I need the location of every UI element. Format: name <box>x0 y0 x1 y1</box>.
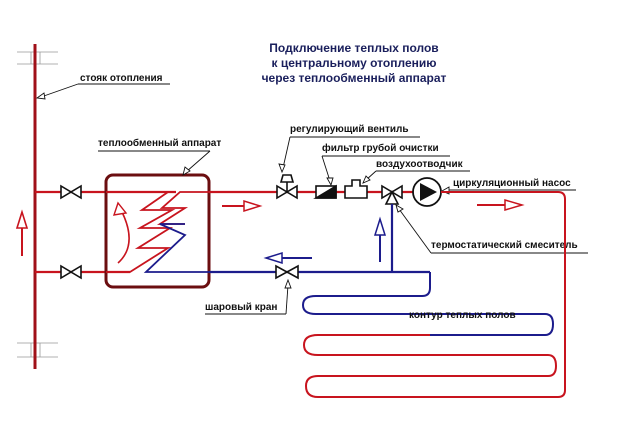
control-valve-icon <box>276 174 298 200</box>
air-vent-leader <box>362 170 470 184</box>
riser-label: стояк отопления <box>80 73 163 84</box>
exchanger-cold-coil <box>143 223 209 273</box>
ball-valve-icon <box>275 264 299 280</box>
coarse-filter-leader <box>321 155 450 187</box>
return-flow-arrow-left <box>263 251 312 265</box>
circulation-pump-label: циркуляционный насос <box>453 178 571 189</box>
thermostatic-mixer-label: термостатический смеситель <box>431 240 578 251</box>
floor-slab-bottom <box>17 342 58 358</box>
outlet-flow-arrow-right <box>477 198 525 212</box>
supply-flow-arrow-right <box>222 199 263 213</box>
floor-slab-top <box>17 51 58 65</box>
ball-valve-label: шаровый кран <box>205 302 277 313</box>
exchanger-hot-coil <box>106 191 176 273</box>
floor-loop-cold-section <box>301 272 555 336</box>
pump-outlet-pipe <box>318 191 566 398</box>
thermostatic-mixer-leader <box>395 204 588 254</box>
floor-loop-hot-section <box>302 334 558 398</box>
title-line-2: к центральному отоплению <box>271 56 436 70</box>
title-line-1: Подключение теплых полов <box>269 41 438 55</box>
bypass-flow-arrow-up <box>373 216 387 262</box>
thermostatic-mixer-icon <box>381 184 403 205</box>
circulation-pump-icon <box>412 177 442 207</box>
riser-leader <box>35 83 170 100</box>
control-valve-leader <box>278 136 420 174</box>
primary-supply-valve-icon <box>60 184 82 200</box>
riser-flow-arrow-up <box>15 209 29 256</box>
ball-valve-leader <box>205 278 292 315</box>
exchanger-flow-arrowhead <box>112 201 128 216</box>
coarse-filter-label: фильтр грубой очистки <box>322 142 439 154</box>
exchanger-flow-arrow <box>117 211 130 264</box>
air-vent-icon <box>344 179 368 199</box>
air-vent-label: воздухоотводчик <box>376 159 464 170</box>
floor-loop-label: контур теплых полов <box>409 310 516 321</box>
control-valve-label: регулирующий вентиль <box>290 124 409 135</box>
heat-exchanger-body <box>104 173 211 289</box>
coarse-filter-icon <box>313 184 337 199</box>
primary-return-valve-icon <box>60 264 82 280</box>
exchanger-hot-coil-2 <box>156 191 209 225</box>
heat-exchanger-label: теплообменный аппарат <box>98 137 221 149</box>
title-line-3: через теплообменный аппарат <box>262 71 447 85</box>
heat-exchanger-leader <box>98 150 211 176</box>
